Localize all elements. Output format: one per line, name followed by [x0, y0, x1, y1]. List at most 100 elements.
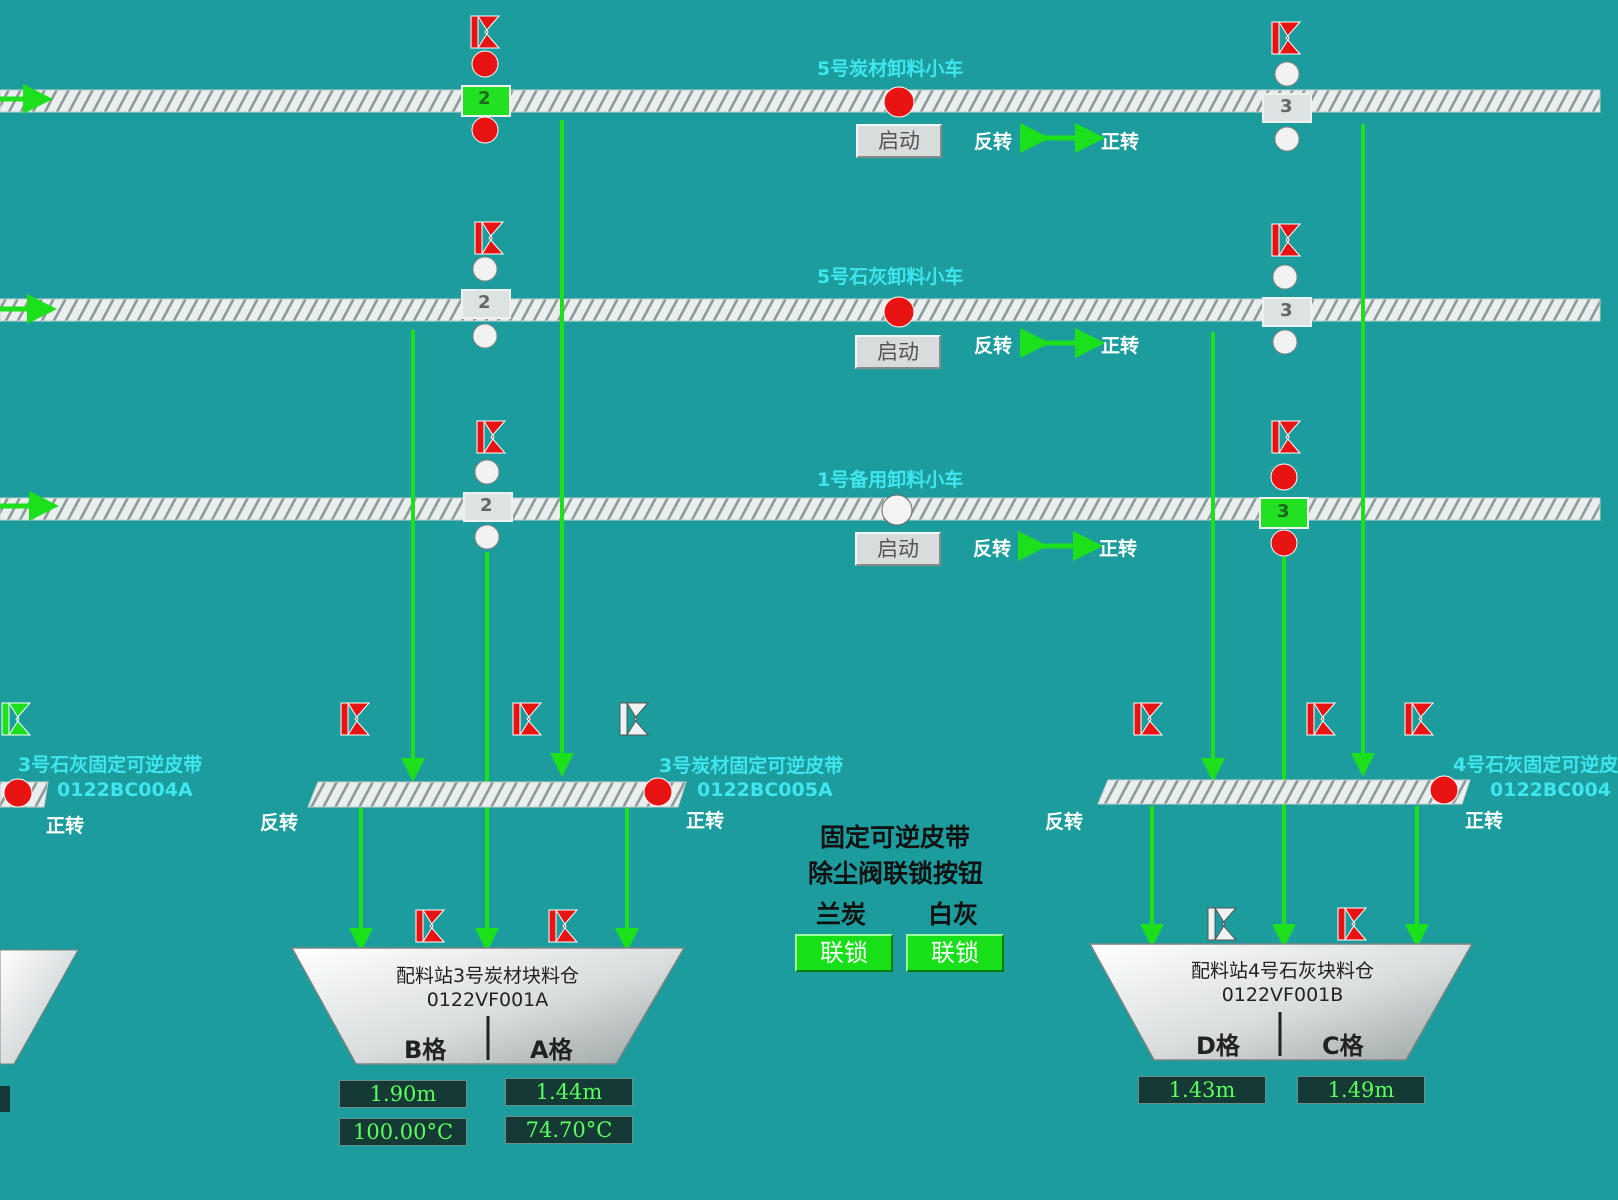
position-label-r2: 3: [1280, 300, 1293, 321]
limit-indicator-l2-bottom: [472, 323, 498, 349]
bin-3-name: 配料站3号炭材块料仓: [395, 965, 580, 987]
trolley-start-button-1[interactable]: 启动: [856, 124, 942, 158]
valve-icon-12[interactable]: [1306, 702, 1336, 736]
trolley-start-button-2[interactable]: 启动: [855, 335, 941, 369]
interlock-button-baihui[interactable]: 联锁: [906, 934, 1004, 972]
trolley-name-2: 5号石灰卸料小车: [817, 266, 964, 288]
interlock-button-lantan[interactable]: 联锁: [795, 934, 893, 972]
belt-name-left: 3号石灰固定可逆皮带: [18, 754, 203, 776]
conveyor-belt-3: [0, 497, 1601, 521]
trolley-reverse-label-1: 反转: [974, 131, 1013, 153]
position-label-l3: 2: [480, 495, 493, 516]
trolley-start-button-3[interactable]: 启动: [855, 532, 941, 566]
valve-icon-9[interactable]: [512, 702, 542, 736]
trolley-forward-label-3: 正转: [1099, 538, 1138, 560]
position-marker-left-2[interactable]: [461, 289, 511, 319]
valve-icon-3[interactable]: [474, 221, 504, 255]
bin-3-hopper[interactable]: [290, 947, 686, 1065]
trolley-name-1: 5号炭材卸料小车: [817, 58, 964, 80]
conveyor-belt-2: [0, 298, 1601, 322]
position-label-l2: 2: [478, 292, 491, 313]
belt-forward-label-middle: 正转: [686, 810, 725, 832]
belt-name-right: 4号石灰固定可逆皮: [1453, 754, 1618, 776]
position-marker-right-2[interactable]: [1262, 297, 1312, 327]
interlock-col1-label: 兰炭: [816, 900, 867, 929]
valve-icon-11[interactable]: [1133, 702, 1163, 736]
position-label-r1: 3: [1280, 96, 1293, 117]
valve-icon-6[interactable]: [1271, 420, 1301, 454]
valve-icon-13[interactable]: [1404, 702, 1434, 736]
belt-code-left: 0122BC004A: [57, 779, 193, 801]
bin-4-right-cell: C格: [1322, 1032, 1364, 1060]
bin-3-right-cell: A格: [530, 1036, 573, 1064]
valve-icon-10[interactable]: [619, 702, 649, 736]
reversible-belt-right[interactable]: [1097, 779, 1471, 805]
bin-4-hopper[interactable]: [1088, 943, 1474, 1061]
valve-icon-17[interactable]: [1337, 907, 1367, 941]
valve-icon-7[interactable]: [1, 702, 31, 736]
limit-indicator-r3-bottom: [1270, 529, 1298, 557]
reversible-belt-status-left[interactable]: [3, 778, 33, 808]
position-marker-right-3[interactable]: [1259, 497, 1309, 529]
bin-3-right-level: 1.44m: [505, 1078, 633, 1106]
belt-code-right: 0122BC004: [1490, 779, 1611, 801]
valve-icon-2[interactable]: [1271, 21, 1301, 55]
interlock-title-line2: 除尘阀联锁按钮: [808, 859, 984, 888]
trolley-forward-label-1: 正转: [1101, 131, 1140, 153]
belt-forward-label-right: 正转: [1465, 810, 1504, 832]
belt-reverse-label-middle: 反转: [260, 812, 299, 834]
bin-3-right-temp: 74.70°C: [505, 1116, 633, 1144]
trolley-status-1[interactable]: [883, 86, 915, 118]
left-readout-partial: [0, 1086, 10, 1112]
limit-indicator-r2-top: [1272, 264, 1298, 290]
reversible-belt-status-middle[interactable]: [643, 777, 673, 807]
belt-forward-label-left: 正转: [46, 815, 85, 837]
belt-reverse-label-right: 反转: [1045, 811, 1084, 833]
valve-icon-1[interactable]: [470, 15, 500, 49]
limit-indicator-r3-top: [1270, 463, 1298, 491]
position-marker-left-3[interactable]: [463, 492, 513, 522]
trolley-reverse-label-2: 反转: [974, 335, 1013, 357]
bin-left-partial: [0, 949, 79, 1065]
limit-indicator-l3-top: [474, 459, 500, 485]
limit-indicator-l1-bottom: [471, 116, 499, 144]
limit-indicator-r2-bottom: [1272, 329, 1298, 355]
trolley-reverse-label-3: 反转: [973, 538, 1012, 560]
belt-code-middle: 0122BC005A: [697, 779, 833, 801]
trolley-forward-label-2: 正转: [1101, 335, 1140, 357]
bin-4-left-cell: D格: [1196, 1032, 1240, 1060]
position-label-r3: 3: [1277, 501, 1290, 522]
flow-lines: [349, 120, 1429, 952]
position-label-l1: 2: [478, 88, 491, 109]
position-marker-right-1[interactable]: [1262, 93, 1312, 123]
reversible-belt-middle[interactable]: [307, 781, 687, 808]
reversible-belt-status-right[interactable]: [1429, 775, 1459, 805]
valve-icon-5[interactable]: [476, 420, 506, 454]
valve-icon-15[interactable]: [548, 909, 578, 943]
valve-icon-8[interactable]: [340, 702, 370, 736]
limit-indicator-r1-bottom: [1274, 126, 1300, 152]
trolley-status-3[interactable]: [881, 494, 913, 526]
bin-3-code: 0122VF001A: [426, 989, 549, 1011]
bin-4-code: 0122VF001B: [1221, 984, 1344, 1006]
bin-4-left-level: 1.43m: [1138, 1076, 1266, 1104]
conveyor-belt-1: [0, 89, 1601, 113]
limit-indicator-r1-top: [1274, 61, 1300, 87]
bin-4-right-level: 1.49m: [1297, 1076, 1425, 1104]
interlock-title-line1: 固定可逆皮带: [820, 823, 971, 852]
interlock-col2-label: 白灰: [928, 900, 979, 929]
limit-indicator-l2-top: [472, 256, 498, 282]
valve-icon-4[interactable]: [1271, 223, 1301, 257]
valve-icon-16[interactable]: [1207, 907, 1237, 941]
belt-name-middle: 3号炭材固定可逆皮带: [659, 755, 844, 777]
bin-3-left-cell: B格: [404, 1036, 447, 1064]
trolley-name-3: 1号备用卸料小车: [817, 469, 964, 491]
bin-3-left-temp: 100.00°C: [339, 1118, 467, 1146]
bin-4-name: 配料站4号石灰块料仓: [1190, 960, 1375, 982]
position-marker-left-1[interactable]: [461, 85, 511, 117]
valve-icon-14[interactable]: [415, 909, 445, 943]
limit-indicator-l3-bottom: [474, 524, 500, 550]
bin-3-left-level: 1.90m: [339, 1080, 467, 1108]
trolley-status-2[interactable]: [883, 296, 915, 328]
